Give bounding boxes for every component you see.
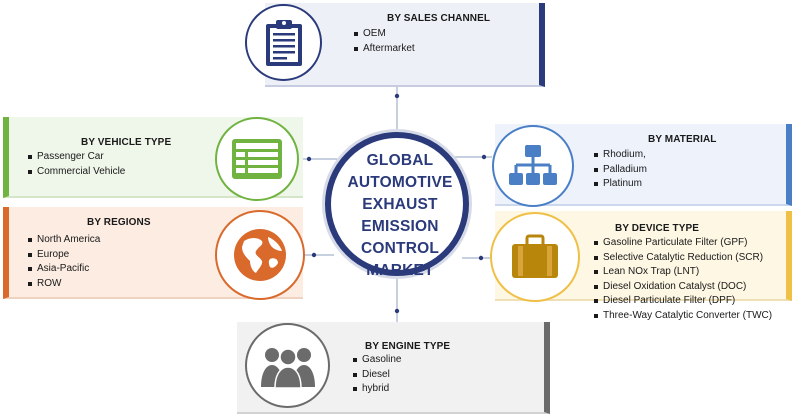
material-icon-circle xyxy=(492,125,574,207)
material-title: BY MATERIAL xyxy=(648,134,717,145)
list-item: Selective Catalytic Reduction (SCR) xyxy=(593,251,772,266)
people-icon xyxy=(260,347,315,389)
list-item: Asia-Pacific xyxy=(27,262,100,277)
engine-type-title: BY ENGINE TYPE xyxy=(365,341,451,352)
list-item: Diesel xyxy=(352,368,401,383)
vehicle-type-title: BY VEHICLE TYPE xyxy=(81,137,172,148)
briefcase-icon xyxy=(512,234,558,278)
center-title: GLOBAL AUTOMOTIVE EXHAUST EMISSION CONTR… xyxy=(347,152,453,279)
device-type-list: Gasoline Particulate Filter (GPF) Select… xyxy=(593,236,772,324)
list-item: Lean NOx Trap (LNT) xyxy=(593,265,772,280)
list-item: Diesel Particulate Filter (DPF) xyxy=(593,294,772,309)
regions-title: BY REGIONS xyxy=(87,217,151,228)
list-item: North America xyxy=(27,233,100,248)
regions-list: North America Europe Asia-Pacific ROW xyxy=(27,233,100,291)
spreadsheet-icon xyxy=(232,139,282,179)
list-item: Palladium xyxy=(593,163,647,178)
device-type-icon-circle xyxy=(490,212,580,302)
sales-channel-icon-circle xyxy=(245,4,322,81)
vehicle-type-list: Passenger Car Commercial Vehicle xyxy=(27,150,125,179)
list-item: Europe xyxy=(27,248,100,263)
list-item: Passenger Car xyxy=(27,150,125,165)
list-item: Platinum xyxy=(593,177,647,192)
sales-channel-list: OEM Aftermarket xyxy=(353,27,415,56)
list-item: Diesel Oxidation Catalyst (DOC) xyxy=(593,280,772,295)
center-circle xyxy=(325,132,469,276)
list-item: Aftermarket xyxy=(353,42,415,57)
hierarchy-icon xyxy=(509,145,557,185)
device-type-title: BY DEVICE TYPE xyxy=(615,223,700,234)
list-item: hybrid xyxy=(352,382,401,397)
list-item: ROW xyxy=(27,277,100,292)
list-item: Three-Way Catalytic Converter (TWC) xyxy=(593,309,772,324)
material-list: Rhodium, Palladium Platinum xyxy=(593,148,647,192)
engine-type-icon-circle xyxy=(245,323,330,408)
regions-icon-circle xyxy=(215,210,305,300)
list-item: Commercial Vehicle xyxy=(27,165,125,180)
sales-channel-title: BY SALES CHANNEL xyxy=(387,13,491,24)
list-item: OEM xyxy=(353,27,415,42)
clipboard-icon xyxy=(265,19,302,66)
vehicle-type-icon-circle xyxy=(215,117,299,201)
list-item: Rhodium, xyxy=(593,148,647,163)
list-item: Gasoline xyxy=(352,353,401,368)
engine-type-list: Gasoline Diesel hybrid xyxy=(352,353,401,397)
list-item: Gasoline Particulate Filter (GPF) xyxy=(593,236,772,251)
globe-icon xyxy=(234,229,286,281)
